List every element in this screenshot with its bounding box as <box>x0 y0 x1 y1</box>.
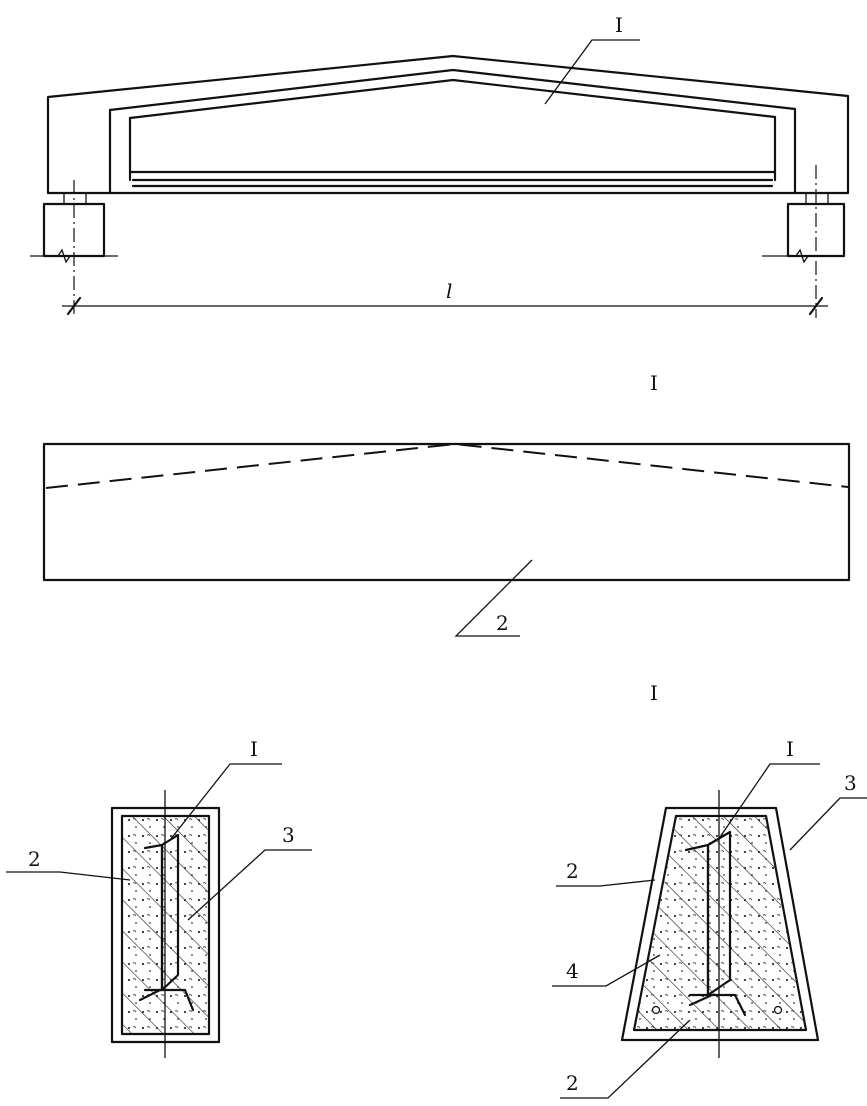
left-joint-groove <box>143 843 164 992</box>
right-section-inner <box>632 814 808 1032</box>
dim-tick-left <box>66 296 82 316</box>
right-leader-3 <box>789 797 867 851</box>
frame-outer-outline <box>46 54 850 195</box>
left-leader-3 <box>187 849 312 921</box>
left-leader-2 <box>6 871 131 881</box>
callout-top-label: I <box>615 13 623 37</box>
left-joint-bottom <box>138 988 195 1012</box>
right-callout-5: 2 <box>566 1071 579 1095</box>
right-ground-line <box>762 248 836 264</box>
right-callout-4: 4 <box>566 959 579 983</box>
right-joint-bottom <box>688 993 747 1017</box>
left-leader-1 <box>169 763 282 841</box>
frame-left-column-inner <box>108 108 132 195</box>
beam-view: I 2 <box>42 371 851 637</box>
rebar-right <box>773 1005 783 1015</box>
left-callout-3: 3 <box>282 823 295 847</box>
beam-outline <box>42 442 851 582</box>
sections-marker: I <box>650 681 658 705</box>
frame-inner-rafter-2 <box>128 78 777 120</box>
beam-dashed-slope <box>45 442 849 489</box>
frame-tie-beam <box>128 170 777 188</box>
left-callout-2: 2 <box>28 847 41 871</box>
bearing-pads <box>63 193 829 204</box>
right-section-aggregate <box>635 817 805 1029</box>
frame-right-column-inner <box>773 107 797 195</box>
right-leader-2 <box>556 879 656 887</box>
left-cross-section: I 2 3 <box>6 737 312 1058</box>
right-callout-1: I <box>786 737 794 761</box>
beam-section-marker: I <box>650 371 658 395</box>
right-leader-5 <box>560 1019 691 1099</box>
span-label: l <box>446 279 452 303</box>
right-callout-3: 3 <box>844 771 857 795</box>
left-callout-1: I <box>250 737 258 761</box>
frame-inner-rafter <box>108 68 797 112</box>
rebar-left <box>651 1005 661 1015</box>
right-leader-1 <box>717 763 820 841</box>
beam-callout-leader <box>454 559 533 637</box>
dim-tick-right <box>808 296 824 316</box>
frame-elevation: l I <box>30 13 850 318</box>
right-cross-section: I 2 3 4 2 <box>552 737 867 1099</box>
right-joint-groove <box>684 843 710 997</box>
left-ground-line <box>30 248 118 264</box>
right-leader-4 <box>552 954 661 987</box>
right-callout-2: 2 <box>566 859 579 883</box>
beam-callout-label: 2 <box>496 611 509 635</box>
callout-leader-top <box>544 39 640 105</box>
